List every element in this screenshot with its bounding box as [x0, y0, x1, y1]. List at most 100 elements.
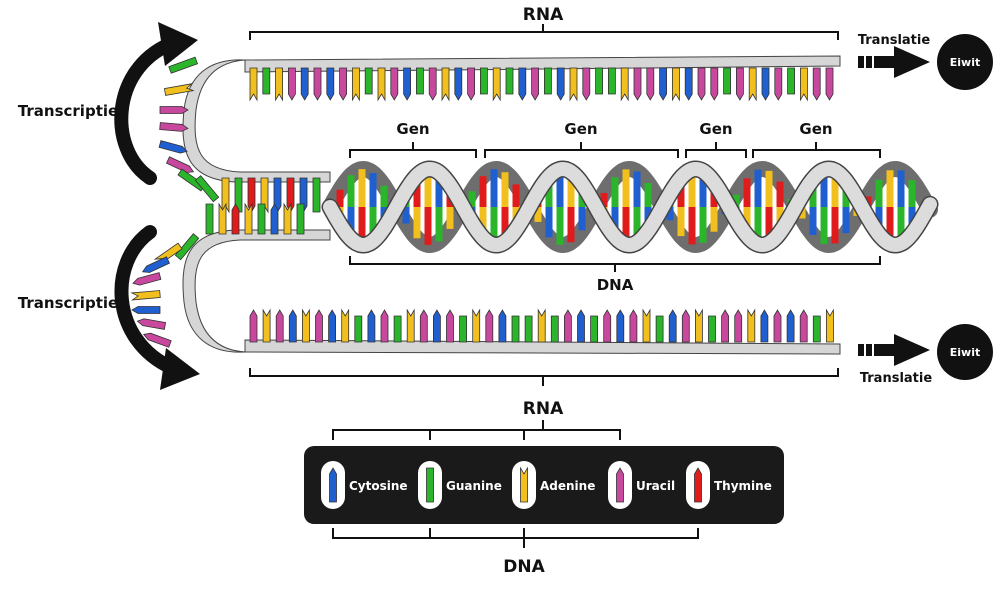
dna-bottom-label: DNA	[503, 557, 545, 577]
nucleotide-base	[603, 309, 612, 343]
nucleotide-base	[616, 467, 624, 503]
nucleotide-base	[419, 309, 428, 343]
legend-rna-bracket	[332, 420, 621, 440]
nucleotide-base	[136, 318, 167, 330]
nucleotide-base	[270, 203, 279, 235]
nucleotide-base	[564, 309, 572, 343]
nucleotide-base	[158, 140, 188, 154]
nucleotide-base	[520, 466, 528, 503]
nucleotide-base-group	[159, 106, 189, 114]
gene-label-2: Gen	[564, 120, 597, 138]
nucleotide-base	[262, 67, 271, 95]
nucleotide-base	[296, 203, 305, 235]
nucleotide-base	[205, 203, 214, 235]
rna-bottom-bases	[249, 308, 834, 343]
nucleotide-base	[352, 67, 360, 102]
nucleotide-base	[313, 67, 322, 101]
nucleotide-base	[485, 309, 494, 343]
nucleotide-base	[825, 67, 834, 101]
protein-circle-top	[937, 34, 993, 90]
nucleotide-base	[131, 306, 161, 314]
nucleotide-base-group	[194, 175, 220, 203]
nucleotide-base	[159, 106, 189, 114]
nucleotide-base	[642, 308, 651, 343]
nucleotide-base	[734, 309, 743, 343]
nucleotide-base	[426, 467, 434, 503]
nucleotide-base-group	[130, 290, 161, 301]
transcription-label-bottom: Transcriptie	[18, 294, 118, 312]
nucleotide-base	[498, 309, 507, 343]
nucleotide-base	[608, 67, 616, 95]
nucleotide-base	[760, 309, 769, 343]
nucleotide-base-group	[159, 122, 189, 132]
nucleotide-base	[773, 309, 782, 343]
nucleotide-base	[286, 177, 295, 213]
nucleotide-base-group	[142, 332, 172, 348]
nucleotide-base	[454, 67, 463, 101]
nucleotide-base	[668, 309, 677, 343]
nucleotide-base	[299, 177, 308, 213]
nucleotide-base-group	[158, 140, 188, 154]
nucleotide-base	[257, 203, 266, 235]
nucleotide-base	[511, 315, 520, 343]
nucleotide-base	[393, 315, 402, 343]
rna-top-bases	[249, 67, 834, 102]
nucleotide-base	[416, 67, 424, 95]
nucleotide-base	[812, 315, 821, 343]
nucleotide-base	[620, 67, 629, 102]
dna-backbone	[323, 161, 937, 253]
protein-label-bottom: Eiwit	[950, 346, 980, 359]
nucleotide-base-group	[132, 272, 162, 286]
nucleotide-base	[748, 67, 757, 102]
nucleotide-base	[390, 67, 399, 101]
nucleotide-base	[694, 467, 702, 503]
dna-helix	[321, 160, 939, 254]
protein-circle-bottom	[937, 324, 993, 380]
nucleotide-base	[288, 309, 297, 343]
nucleotide-base	[231, 203, 240, 235]
nucleotide-base	[646, 67, 655, 101]
nucleotide-base	[518, 67, 527, 101]
nucleotide-base-group	[141, 256, 171, 273]
nucleotide-base	[786, 309, 795, 343]
nucleotide-base	[221, 177, 230, 214]
nucleotide-base	[492, 67, 501, 102]
gene-label-4: Gen	[799, 120, 832, 138]
nucleotide-base	[633, 67, 642, 101]
nucleotide-base	[141, 256, 171, 273]
legend-dna-bracket	[332, 528, 699, 548]
legend-label: Uracil	[636, 479, 675, 493]
nucleotide-base	[132, 272, 162, 286]
nucleotide-base	[550, 315, 559, 343]
nucleotide-base	[747, 308, 756, 343]
transcription-arrow-bottom	[114, 225, 200, 390]
gene-brackets	[349, 142, 881, 158]
nucleotide-base	[531, 67, 539, 101]
transcription-arrow-top	[114, 22, 198, 185]
nucleotide-base	[446, 309, 454, 343]
transcription-label-top: Transcriptie	[18, 102, 118, 120]
nucleotide-base	[380, 309, 389, 343]
nucleotide-base	[377, 67, 386, 102]
nucleotide-base	[524, 315, 533, 343]
nucleotide-base	[275, 67, 283, 102]
nucleotide-base	[163, 83, 195, 96]
nucleotide-base	[800, 67, 808, 102]
nucleotide-base	[774, 67, 783, 101]
nucleotide-base-group	[163, 83, 195, 96]
nucleotide-base	[130, 290, 161, 301]
gene-label-1: Gen	[396, 120, 429, 138]
nucleotide-base	[326, 67, 335, 101]
nucleotide-base	[302, 308, 310, 343]
nucleotide-base	[459, 315, 467, 343]
nucleotide-base	[194, 175, 220, 203]
nucleotide-base	[329, 467, 337, 503]
nucleotide-base	[480, 67, 488, 95]
nucleotide-base	[364, 67, 373, 95]
nucleotide-base	[234, 177, 243, 213]
nucleotide-base	[556, 67, 565, 101]
nucleotide-base	[681, 309, 690, 343]
nucleotide-base	[300, 67, 309, 101]
